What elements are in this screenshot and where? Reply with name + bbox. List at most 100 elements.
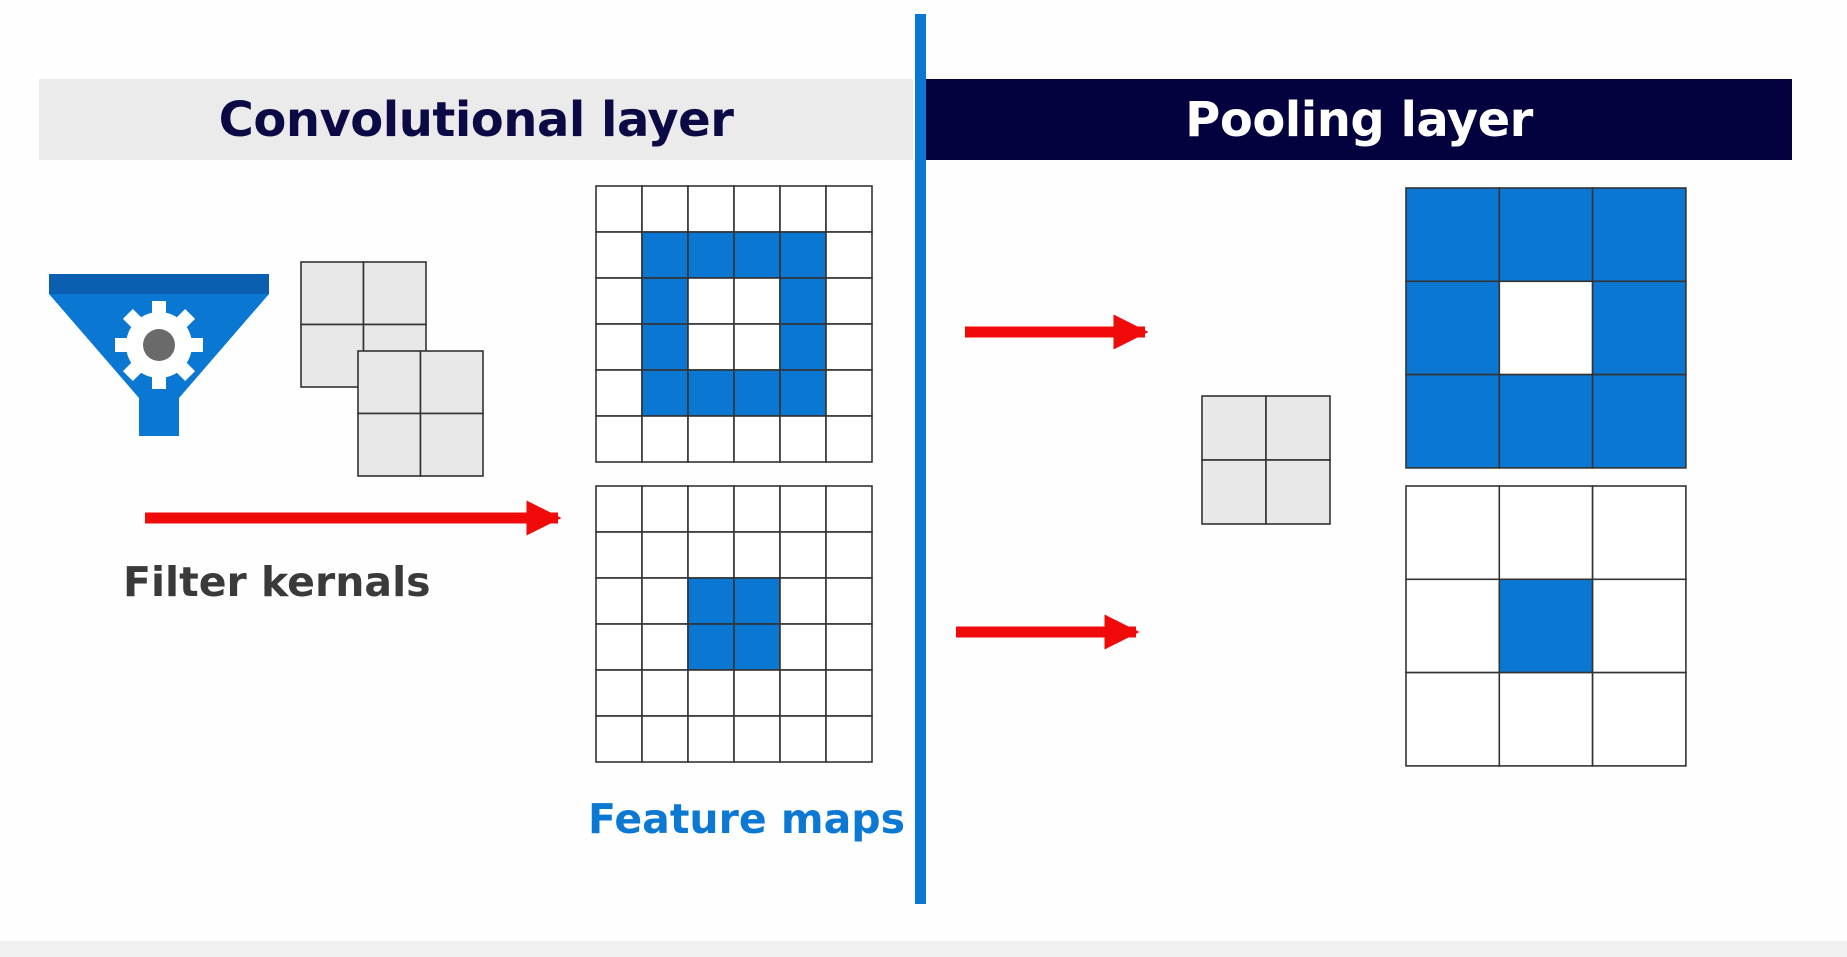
grid-cell — [733, 485, 781, 533]
grid-cell — [825, 323, 873, 371]
grid-cell — [641, 623, 689, 671]
grid-cell — [595, 531, 643, 579]
convolutional-layer-header: Convolutional layer — [39, 79, 913, 160]
grid-cell-filled — [779, 277, 827, 325]
grid-cell — [687, 485, 735, 533]
grid-cell-filled — [687, 369, 735, 417]
grid-cell-filled — [641, 231, 689, 279]
grid-cell — [595, 669, 643, 717]
grid-cell — [1265, 395, 1331, 461]
grid-cell-filled — [733, 369, 781, 417]
grid-cell — [779, 669, 827, 717]
feature-map-bottom — [595, 485, 873, 763]
grid-cell — [419, 350, 484, 415]
grid-cell — [357, 350, 422, 415]
grid-cell — [779, 715, 827, 763]
grid-cell-filled — [779, 323, 827, 371]
grid-cell — [687, 715, 735, 763]
grid-cell — [1591, 485, 1687, 581]
pooling-window — [1201, 395, 1331, 525]
grid-cell-filled — [1405, 280, 1501, 376]
grid-cell-filled — [733, 623, 781, 671]
grid-cell — [1405, 671, 1501, 767]
grid-cell — [779, 577, 827, 625]
bottom-strip — [0, 941, 1847, 957]
grid-cell — [595, 415, 643, 463]
grid-cell — [733, 669, 781, 717]
grid-cell — [733, 715, 781, 763]
grid-cell — [641, 485, 689, 533]
grid-cell — [595, 623, 643, 671]
grid-cell — [687, 415, 735, 463]
grid-cell — [595, 323, 643, 371]
grid-cell — [641, 185, 689, 233]
grid-cell — [825, 623, 873, 671]
grid-cell — [1201, 395, 1267, 461]
grid-cell — [1201, 459, 1267, 525]
grid-cell — [300, 261, 365, 326]
grid-cell-filled — [733, 231, 781, 279]
grid-cell — [1405, 485, 1501, 581]
grid-cell — [300, 323, 365, 388]
grid-cell — [779, 485, 827, 533]
filter-kernel-front — [357, 350, 484, 477]
grid-cell — [595, 369, 643, 417]
grid-cell — [641, 669, 689, 717]
grid-cell — [779, 185, 827, 233]
grid-cell-filled — [687, 623, 735, 671]
grid-cell — [825, 277, 873, 325]
pooled-map-top — [1405, 187, 1687, 469]
grid-cell — [733, 531, 781, 579]
grid-cell — [779, 623, 827, 671]
grid-cell — [1265, 459, 1331, 525]
grid-cell — [1498, 485, 1594, 581]
grid-cell — [641, 415, 689, 463]
grid-cell — [1498, 671, 1594, 767]
grid-cell — [687, 669, 735, 717]
section-divider — [915, 14, 926, 904]
grid-cell — [687, 277, 735, 325]
grid-cell — [825, 577, 873, 625]
grid-cell — [687, 531, 735, 579]
grid-cell — [825, 231, 873, 279]
grid-cell — [362, 261, 427, 326]
grid-cell-filled — [641, 369, 689, 417]
grid-cell-filled — [641, 323, 689, 371]
grid-cell — [687, 323, 735, 371]
grid-cell — [1591, 578, 1687, 674]
grid-cell — [595, 577, 643, 625]
grid-cell-filled — [779, 369, 827, 417]
feature-map-top — [595, 185, 873, 463]
grid-cell — [733, 277, 781, 325]
grid-cell — [595, 231, 643, 279]
grid-cell-filled — [1591, 373, 1687, 469]
grid-cell — [1405, 578, 1501, 674]
grid-cell — [641, 531, 689, 579]
filter-funnel-gear-icon — [49, 274, 269, 436]
grid-cell-filled — [1405, 187, 1501, 283]
pooled-map-bottom — [1405, 485, 1687, 767]
feature-maps-label: Feature maps — [588, 795, 906, 843]
grid-cell-filled — [779, 231, 827, 279]
grid-cell — [687, 185, 735, 233]
grid-cell — [641, 577, 689, 625]
grid-cell-filled — [1498, 578, 1594, 674]
grid-cell — [641, 715, 689, 763]
grid-cell — [595, 715, 643, 763]
grid-cell — [357, 412, 422, 477]
grid-cell-filled — [1405, 373, 1501, 469]
pooling-layer-header: Pooling layer — [926, 79, 1792, 160]
grid-cell — [595, 277, 643, 325]
grid-cell — [1498, 280, 1594, 376]
grid-cell-filled — [641, 277, 689, 325]
grid-cell — [825, 531, 873, 579]
grid-cell-filled — [1498, 373, 1594, 469]
grid-cell — [733, 323, 781, 371]
grid-cell-filled — [733, 577, 781, 625]
grid-cell — [825, 369, 873, 417]
grid-cell-filled — [687, 231, 735, 279]
grid-cell — [1591, 671, 1687, 767]
grid-cell-filled — [687, 577, 735, 625]
grid-cell — [825, 715, 873, 763]
grid-cell — [733, 415, 781, 463]
